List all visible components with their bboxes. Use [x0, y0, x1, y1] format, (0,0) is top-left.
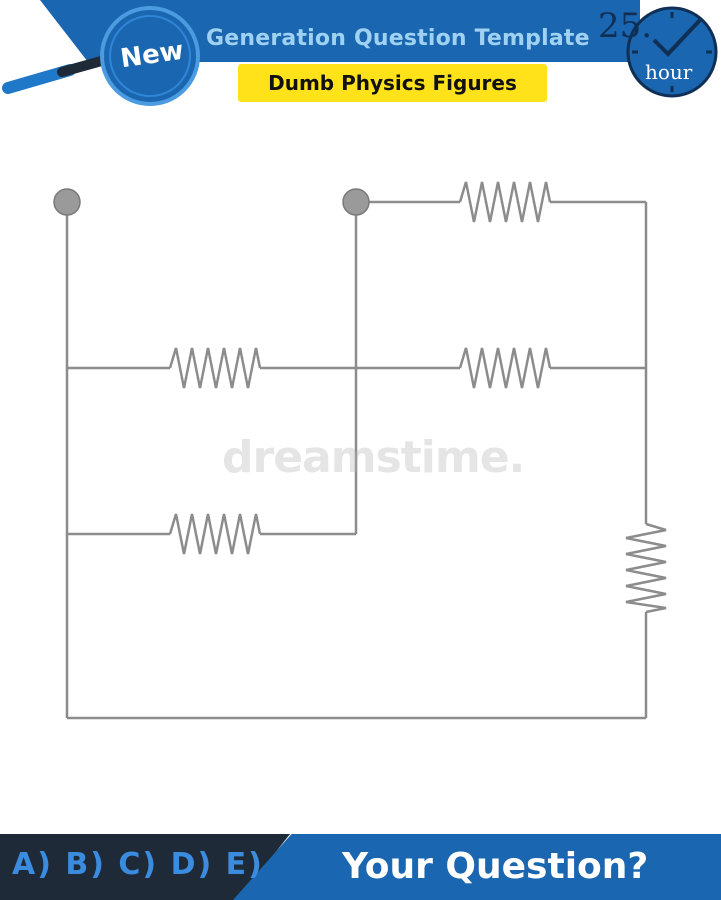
terminal-middle [342, 188, 370, 216]
watermark: dreamstime. [222, 432, 525, 483]
footer-options-panel [0, 834, 290, 900]
resistor-top-right [458, 181, 552, 223]
magnifier-icon [2, 6, 200, 106]
page-title: Generation Question Template [206, 26, 590, 51]
clock-unit: hour [645, 60, 693, 84]
circuit-diagram [53, 181, 667, 720]
resistor-middle-right [458, 347, 552, 389]
resistor-lower-left [168, 513, 262, 555]
resistor-middle-left [168, 347, 262, 389]
terminal-left [53, 188, 81, 216]
clock-icon [626, 6, 718, 98]
question-prompt: Your Question? [342, 846, 649, 887]
answer-options: A) B) C) D) E) [12, 847, 264, 882]
clock-number: 25. [598, 6, 653, 46]
resistor-right-vertical [625, 522, 667, 614]
page-subtitle: Dumb Physics Figures [238, 64, 547, 102]
footer-question-panel [233, 834, 721, 900]
